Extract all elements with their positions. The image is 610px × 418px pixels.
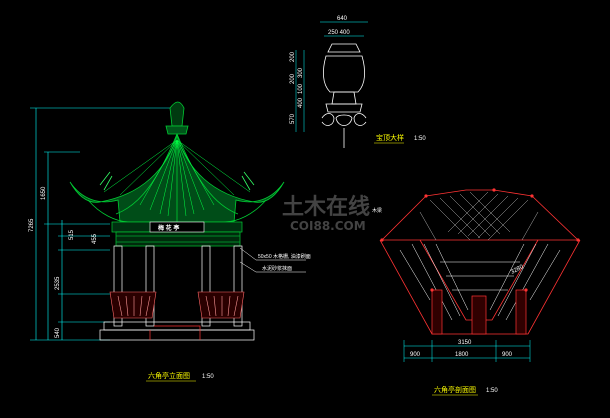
section-markers xyxy=(380,188,580,292)
name-plaque xyxy=(149,221,205,233)
section-dim-mid: 1800 xyxy=(455,352,469,358)
balustrade xyxy=(109,291,245,319)
finial-detail: 640 250 400 200 300 100 400 200 570 宝顶大样… xyxy=(290,16,426,148)
section-dim-left: 900 xyxy=(410,352,421,358)
elevation-leaders xyxy=(239,247,306,273)
finial-h-5: 200 xyxy=(290,73,296,84)
watermark-cn: 土木在线 xyxy=(282,194,370,220)
section-columns xyxy=(431,289,527,335)
watermark-en: COI88.COM xyxy=(290,219,366,233)
section-title: 六角亭剖面图 xyxy=(434,385,476,394)
section-trusses xyxy=(399,243,561,321)
pavilion-columns xyxy=(113,245,243,327)
finial-h-6: 570 xyxy=(290,113,296,124)
section-roof-hatch xyxy=(419,191,539,241)
finial-width-top: 640 xyxy=(337,16,348,22)
finial-width-mid: 250 400 xyxy=(328,30,350,36)
pavilion-base xyxy=(99,321,255,341)
elevation-dimension-lines xyxy=(30,107,170,341)
note-plaster: 水泥砂浆抹面 xyxy=(262,265,292,272)
section-dim-right: 900 xyxy=(502,352,513,358)
elevation-view: 7265 1650 515 455 2535 540 xyxy=(29,101,311,382)
finial-h-1: 200 xyxy=(290,51,296,62)
section-view: 木梁 3280 3150 900 1800 900 六角亭剖面图 1:50 xyxy=(372,188,581,396)
section-slope-dim: 3280 xyxy=(510,264,525,276)
section-scale: 1:50 xyxy=(486,388,498,394)
finial-h-2: 300 xyxy=(298,67,304,78)
dim-total-height: 7265 xyxy=(29,218,35,232)
note-lattice: 50x50 木格栅, 油漆刷面 xyxy=(258,253,311,260)
finial-shape xyxy=(321,43,367,148)
elevation-scale: 1:50 xyxy=(202,374,214,380)
elevation-title: 六角亭立面图 xyxy=(148,371,190,380)
watermark: 土木在线 COI88.COM xyxy=(282,194,370,233)
section-dim-total: 3150 xyxy=(458,340,472,346)
dim-column-height: 2535 xyxy=(55,276,61,290)
roof-rafters xyxy=(103,139,251,217)
detail-scale: 1:50 xyxy=(414,136,426,142)
section-dimension-lines xyxy=(403,340,531,362)
pavilion-roof xyxy=(69,101,285,223)
finial-h-3: 100 xyxy=(298,83,304,94)
dim-lintel-height: 455 xyxy=(92,233,98,244)
detail-title: 宝顶大样 xyxy=(376,133,404,142)
dim-base-height: 540 xyxy=(55,327,61,338)
section-beam-label: 木梁 xyxy=(372,207,382,214)
plaque-text: 梅 花 亭 xyxy=(158,224,179,232)
dim-beam-height: 515 xyxy=(69,229,75,240)
finial-h-4: 400 xyxy=(298,97,304,108)
dim-roof-height: 1650 xyxy=(41,186,47,200)
